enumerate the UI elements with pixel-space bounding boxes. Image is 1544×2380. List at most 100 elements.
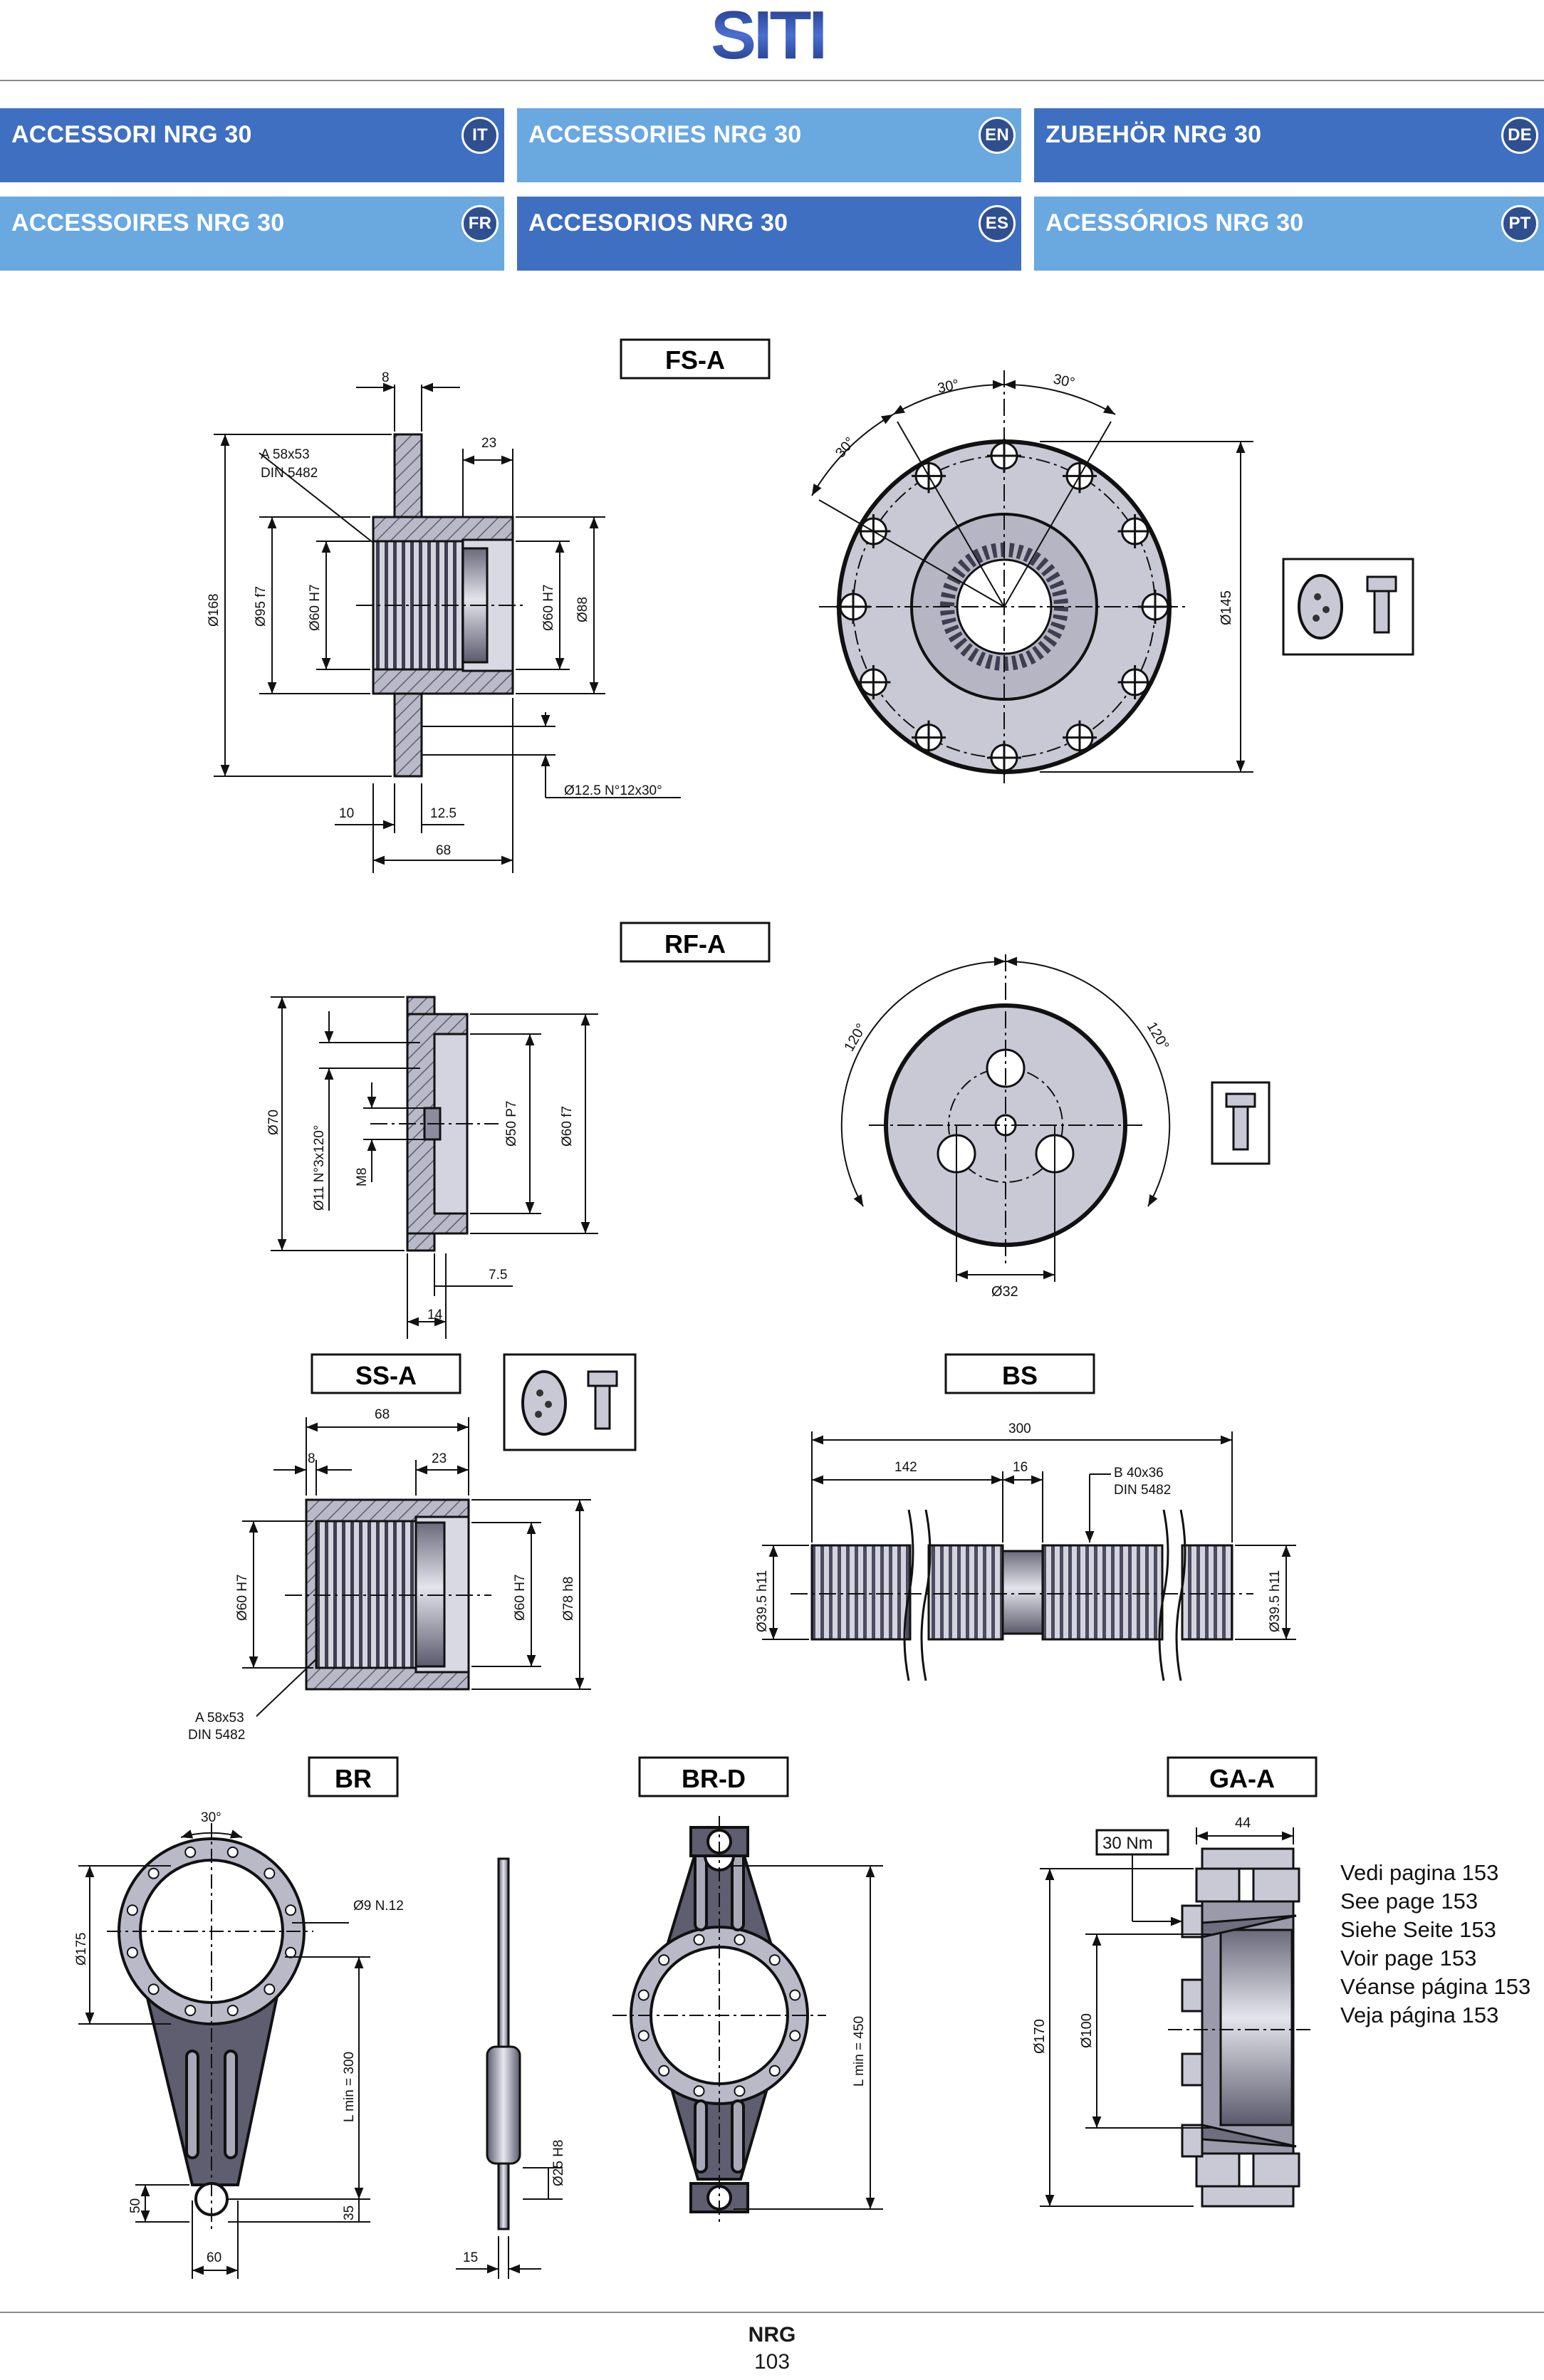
- bolt-hole: [147, 1983, 160, 1995]
- dim-label: Ø88: [575, 597, 590, 622]
- dim-label: 16: [1013, 1460, 1028, 1475]
- lang-badge-en: EN: [979, 117, 1016, 154]
- bolt-hole: [226, 2005, 239, 2017]
- bolt-hole: [658, 2065, 670, 2077]
- bolt-hole: [734, 2085, 746, 2097]
- brd-side-view: [486, 1857, 521, 2230]
- brd-drawing: BR-D Ø25 H8 15: [456, 1756, 883, 2279]
- header-en: ACCESSORIES NRG 30 EN: [517, 108, 1021, 182]
- see-page-note: Vedi pagina 153 See page 153 Siehe Seite…: [1340, 1859, 1530, 2030]
- spline-label: A 58x53: [195, 1711, 244, 1726]
- bolt-hole: [126, 1904, 138, 1916]
- dim-label: 15: [463, 2250, 478, 2265]
- dim-label: L min = 300: [342, 2052, 357, 2122]
- angle-label: 120°: [841, 1021, 870, 1055]
- dim-label: Ø60 H7: [308, 585, 323, 631]
- bolt-hole: [637, 1989, 650, 2001]
- bs-drawing: BS 300: [755, 1353, 1296, 1681]
- bolt-hole: [285, 1904, 297, 1916]
- bolt-hole: [734, 1933, 746, 1946]
- header-title: ACCESSOIRES NRG 30: [11, 209, 285, 236]
- header-de: ZUBEHÖR NRG 30 DE: [1034, 108, 1544, 182]
- see-page-pt: Veja página 153: [1340, 2003, 1499, 2027]
- fsa-front: 30° 30° 30° Ø145: [811, 370, 1253, 783]
- dim-label: Ø50 P7: [504, 1101, 519, 1147]
- dim-label: M8: [355, 1168, 370, 1186]
- bolt-hole: [147, 1867, 160, 1879]
- gaa-title: GA-A: [1209, 1764, 1275, 1793]
- see-page-fr: Voir page 153: [1340, 1946, 1477, 1971]
- bolt-hole: [264, 1983, 276, 1995]
- spline-std-label: DIN 5482: [188, 1728, 245, 1743]
- holes-label: Ø12.5 N°12x30°: [564, 783, 662, 798]
- dim-label: L min = 450: [852, 2016, 867, 2087]
- angle-label: 30°: [201, 1810, 221, 1825]
- lang-badge-pt: PT: [1501, 205, 1538, 242]
- bolt-hole: [285, 1946, 297, 1958]
- br-drawing: BR 30° Ø9 N: [74, 1756, 404, 2279]
- dim-label: Ø170: [1032, 2019, 1048, 2054]
- fsa-title-box: [620, 338, 771, 380]
- dim-label: 7.5: [489, 1268, 507, 1283]
- bolt-hole: [658, 1954, 670, 1966]
- header-fr: ACCESSOIRES NRG 30 FR: [0, 197, 504, 271]
- lang-badge-es: ES: [979, 205, 1016, 242]
- fsa-drawing: FS-A: [207, 338, 1414, 873]
- dim-label: Ø39.5 h11: [1268, 1570, 1283, 1632]
- header-title: ACCESORIOS NRG 30: [528, 209, 788, 236]
- see-page-en: See page 153: [1340, 1889, 1478, 1914]
- header-title: ACESSÓRIOS NRG 30: [1045, 209, 1304, 236]
- dim-label: 8: [382, 370, 390, 385]
- spline-label: B 40x36: [1114, 1466, 1164, 1481]
- bolt-hole: [264, 1867, 276, 1879]
- dim-label: Ø70: [266, 1110, 281, 1135]
- header-it: ACCESSORI NRG 30 IT: [0, 108, 504, 182]
- angle-label: 120°: [1144, 1020, 1172, 1053]
- dim-label: Ø60 H7: [235, 1575, 250, 1621]
- dim-label: Ø145: [1219, 590, 1234, 625]
- bolt-hole: [226, 1846, 239, 1858]
- rfa-bolt-icon: [1211, 1081, 1271, 1165]
- lang-badge-it: IT: [461, 117, 499, 154]
- dim-label: Ø168: [207, 594, 221, 627]
- bolt-hole: [768, 2065, 781, 2077]
- br-title: BR: [335, 1764, 372, 1793]
- dim-label: Ø175: [74, 1933, 89, 1966]
- header-title: ACCESSORIES NRG 30: [528, 121, 802, 148]
- see-page-it: Vedi pagina 153: [1340, 1860, 1499, 1885]
- svg-text:SITI: SITI: [711, 4, 825, 66]
- bottom-rule: [0, 2312, 1544, 2313]
- fsa-title: FS-A: [665, 345, 725, 375]
- ssa-parts-icon: [503, 1353, 637, 1451]
- bolt-hole: [789, 1989, 801, 2001]
- spline-label: A 58x53: [261, 447, 310, 462]
- dim-label: Ø78 h8: [561, 1577, 576, 1621]
- ssa-title: SS-A: [355, 1361, 417, 1390]
- dim-label: 12.5: [430, 806, 457, 821]
- gaa-drawing: GA-A: [1032, 1756, 1318, 2208]
- dim-label: 8: [308, 1451, 315, 1466]
- bs-title: BS: [1002, 1361, 1038, 1390]
- angle-label: 30°: [1052, 371, 1076, 391]
- bolt-hole: [693, 2085, 705, 2097]
- header-title: ZUBEHÖR NRG 30: [1045, 121, 1262, 148]
- dim-label: 35: [342, 2206, 357, 2220]
- lang-badge-fr: FR: [461, 205, 499, 242]
- bolt-hole: [693, 1933, 705, 1946]
- dim-label: 44: [1235, 1815, 1251, 1831]
- rfa-drawing: RF-A Ø70 Ø11 N°3x120° M8: [266, 922, 1271, 1339]
- holes-label: Ø9 N.12: [353, 1899, 404, 1914]
- dim-label: 300: [1008, 1421, 1031, 1436]
- see-page-de: Siehe Seite 153: [1340, 1917, 1496, 1942]
- dim-label: Ø60 H7: [541, 585, 556, 631]
- dim-label: Ø32: [991, 1284, 1018, 1300]
- dim-label: 23: [432, 1451, 447, 1466]
- fsa-parts-icon: [1282, 558, 1414, 656]
- angle-label: 30°: [833, 434, 858, 461]
- bolt-hole: [789, 2030, 801, 2042]
- see-page-es: Véanse página 153: [1340, 1974, 1531, 1999]
- dim-label: Ø25 H8: [551, 2140, 566, 2186]
- top-rule: [0, 80, 1544, 81]
- dim-label: 23: [481, 436, 496, 451]
